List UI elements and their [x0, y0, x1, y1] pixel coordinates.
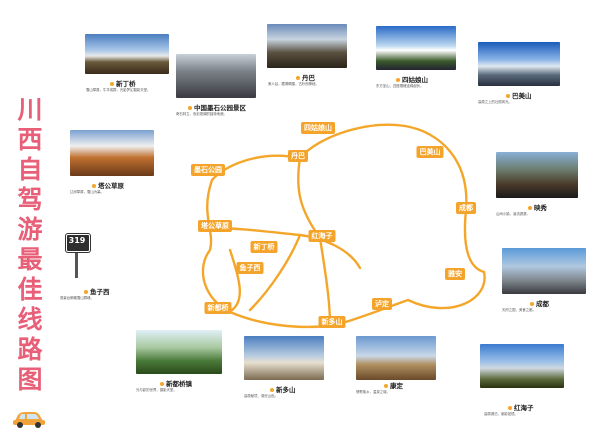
- dot-icon: [506, 94, 510, 98]
- desc-yingxiu: 山间小镇，溪流潺潺。: [496, 212, 530, 216]
- node-xindu[interactable]: 新都桥: [204, 302, 232, 314]
- dot-icon: [92, 184, 96, 188]
- node-tagong[interactable]: 塔公草原: [198, 220, 232, 232]
- dot-icon: [160, 382, 164, 386]
- photo-siguniang: [376, 26, 456, 70]
- desc-bamei: 高原之上的壮丽风光。: [478, 100, 512, 104]
- title-moshi: 中国墨石公园景区: [188, 102, 246, 112]
- title-char: 驾: [17, 185, 43, 214]
- photo-tagong: [70, 130, 154, 176]
- desc-chengdu: 天府之国，美食之都。: [502, 308, 536, 312]
- title-tagong: 塔公草原: [92, 180, 124, 190]
- title-danba: 丹巴: [296, 72, 315, 82]
- desc-yuzixi: 观景台俯瞰雪山群峰。: [60, 296, 94, 300]
- route-inner-c: [297, 156, 322, 240]
- photo-xinduqiao: [85, 34, 169, 74]
- title-xindu: 新都桥镇: [160, 378, 192, 388]
- dot-icon: [528, 206, 532, 210]
- road-sign-number: 319: [68, 236, 86, 245]
- title-char: 游: [17, 215, 43, 244]
- title-char: 线: [17, 305, 43, 334]
- route-inner-e: [248, 233, 302, 312]
- title-bamei: 巴美山: [506, 90, 532, 100]
- title-siguniang: 四姑娘山: [396, 74, 428, 84]
- photo-kangding: [356, 336, 436, 380]
- desc-xindu: 光与影的世界，摄影天堂。: [136, 388, 177, 392]
- title-honghaizi: 红海子: [508, 402, 534, 412]
- title-xinduqiao: 新丁桥: [110, 78, 136, 88]
- photo-moshi: [176, 54, 256, 98]
- title-char: 最: [17, 245, 43, 274]
- dot-icon: [270, 388, 274, 392]
- photo-danba: [267, 24, 347, 68]
- title-char: 路: [17, 335, 43, 364]
- photo-yingxiu: [496, 152, 578, 198]
- node-bamei[interactable]: 巴美山: [416, 146, 444, 158]
- desc-tagong: 辽阔草原，雪山为幕。: [70, 190, 104, 194]
- title-xinduoshan: 新多山: [270, 384, 296, 394]
- car-icon: [13, 412, 45, 428]
- title-char: 佳: [17, 275, 43, 304]
- dot-icon: [530, 302, 534, 306]
- desc-xinduqiao: 雪山草原，牛羊成群，光影梦幻摄影天堂。: [86, 88, 151, 92]
- node-luding[interactable]: 泸定: [372, 298, 392, 310]
- dot-icon: [296, 76, 300, 80]
- dot-icon: [84, 290, 88, 294]
- title-chengdu: 成都: [530, 298, 549, 308]
- photo-xinduoshan: [244, 336, 324, 380]
- title-char: 西: [17, 125, 43, 154]
- route-inner-d: [318, 236, 332, 327]
- node-chengdu[interactable]: 成都: [456, 202, 476, 214]
- node-hongyuan[interactable]: 红海子: [308, 230, 336, 242]
- road-sign-icon: 319: [66, 234, 90, 278]
- node-siguniang[interactable]: 四姑娘山: [301, 122, 335, 134]
- node-yaan[interactable]: 雅安: [445, 268, 465, 280]
- desc-siguniang: 东方圣山，四座雪峰连绵起伏。: [376, 84, 424, 88]
- title-yuzixi: 鱼子西: [84, 286, 110, 296]
- node-moshi[interactable]: 墨石公园: [191, 164, 225, 176]
- photo-chengdu: [502, 248, 586, 294]
- photo-bamei: [478, 42, 560, 86]
- desc-honghaizi: 高原湖泊，倒影如镜。: [484, 412, 518, 416]
- title-kangding: 康定: [384, 380, 403, 390]
- dot-icon: [396, 78, 400, 82]
- dot-icon: [384, 384, 388, 388]
- title-yingxiu: 映秀: [528, 202, 547, 212]
- desc-danba: 美人谷，藏寨碉楼，古朴而神秘。: [268, 82, 319, 86]
- desc-moshi: 奇石林立，色彩斑斓的独特地貌。: [176, 112, 227, 116]
- desc-xinduoshan: 高原秘境，湖光山色。: [244, 394, 278, 398]
- title-char: 图: [17, 365, 43, 394]
- route-inner-b: [228, 248, 242, 312]
- node-xinduqiao[interactable]: 新丁桥: [250, 241, 278, 253]
- desc-kangding: 情歌故乡，温泉之城。: [356, 390, 390, 394]
- node-danba[interactable]: 丹巴: [288, 150, 308, 162]
- dot-icon: [188, 106, 192, 110]
- node-yuzixi[interactable]: 鱼子西: [236, 262, 264, 274]
- title-char: 川: [17, 95, 43, 124]
- dot-icon: [508, 406, 512, 410]
- title-char: 自: [17, 155, 43, 184]
- photo-xindu: [136, 330, 222, 374]
- photo-honghaizi: [480, 344, 564, 388]
- node-xinduoshan[interactable]: 新多山: [318, 316, 346, 328]
- dot-icon: [110, 82, 114, 86]
